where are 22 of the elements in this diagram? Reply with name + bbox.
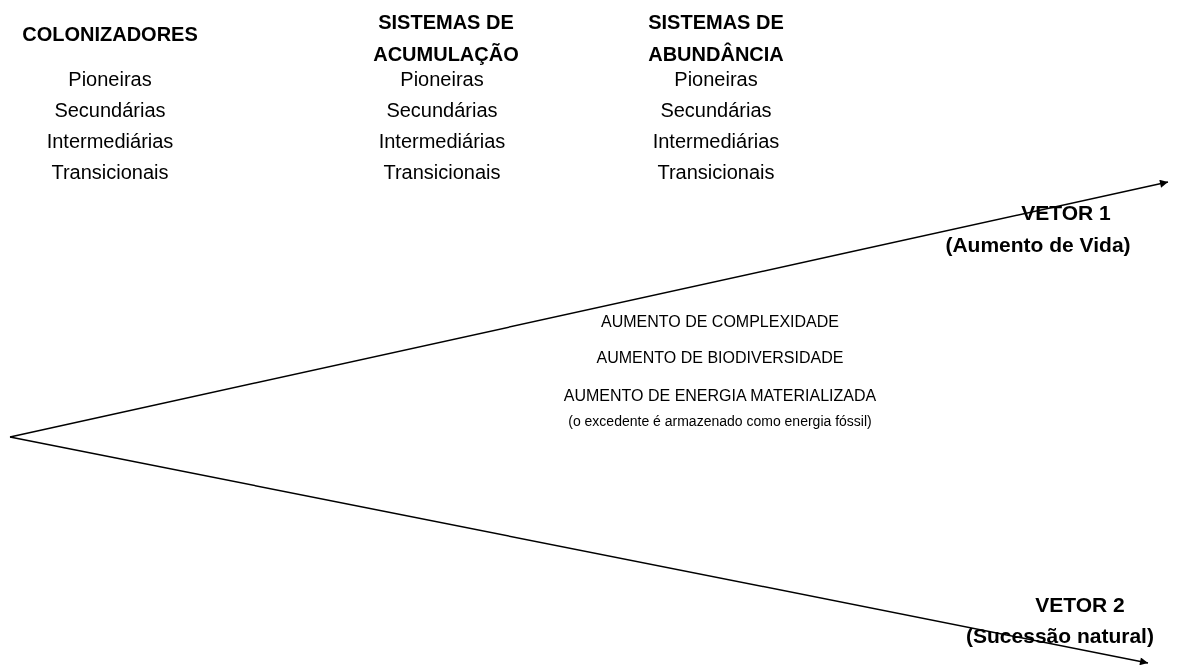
vector-label: VETOR 2	[1034, 592, 1126, 618]
vector-label: (Aumento de Vida)	[944, 232, 1132, 258]
column-heading: SISTEMAS DE ABUNDÂNCIA	[647, 10, 785, 67]
list-item: Intermediárias	[651, 129, 781, 154]
vector-label: VETOR 1	[1020, 200, 1112, 226]
list-item: Secundárias	[659, 98, 773, 123]
list-item: Pioneiras	[67, 67, 153, 92]
list-item: Secundárias	[53, 98, 167, 123]
list-item: Pioneiras	[673, 67, 759, 92]
column-heading: SISTEMAS DE ACUMULAÇÃO	[372, 10, 520, 67]
list-item: Transicionais	[382, 160, 502, 185]
list-item: Intermediárias	[377, 129, 507, 154]
list-item: Transicionais	[656, 160, 776, 185]
list-item: Transicionais	[50, 160, 170, 185]
process-note: AUMENTO DE ENERGIA MATERIALIZADA	[562, 386, 878, 406]
list-item: Secundárias	[385, 98, 499, 123]
list-item: Intermediárias	[45, 129, 175, 154]
process-note: AUMENTO DE COMPLEXIDADE	[600, 312, 840, 332]
process-note: AUMENTO DE BIODIVERSIDADE	[595, 348, 845, 368]
process-note: (o excedente é armazenado como energia fóssil)	[567, 412, 873, 430]
list-item: Pioneiras	[399, 67, 485, 92]
column-heading: COLONIZADORES	[21, 22, 199, 47]
